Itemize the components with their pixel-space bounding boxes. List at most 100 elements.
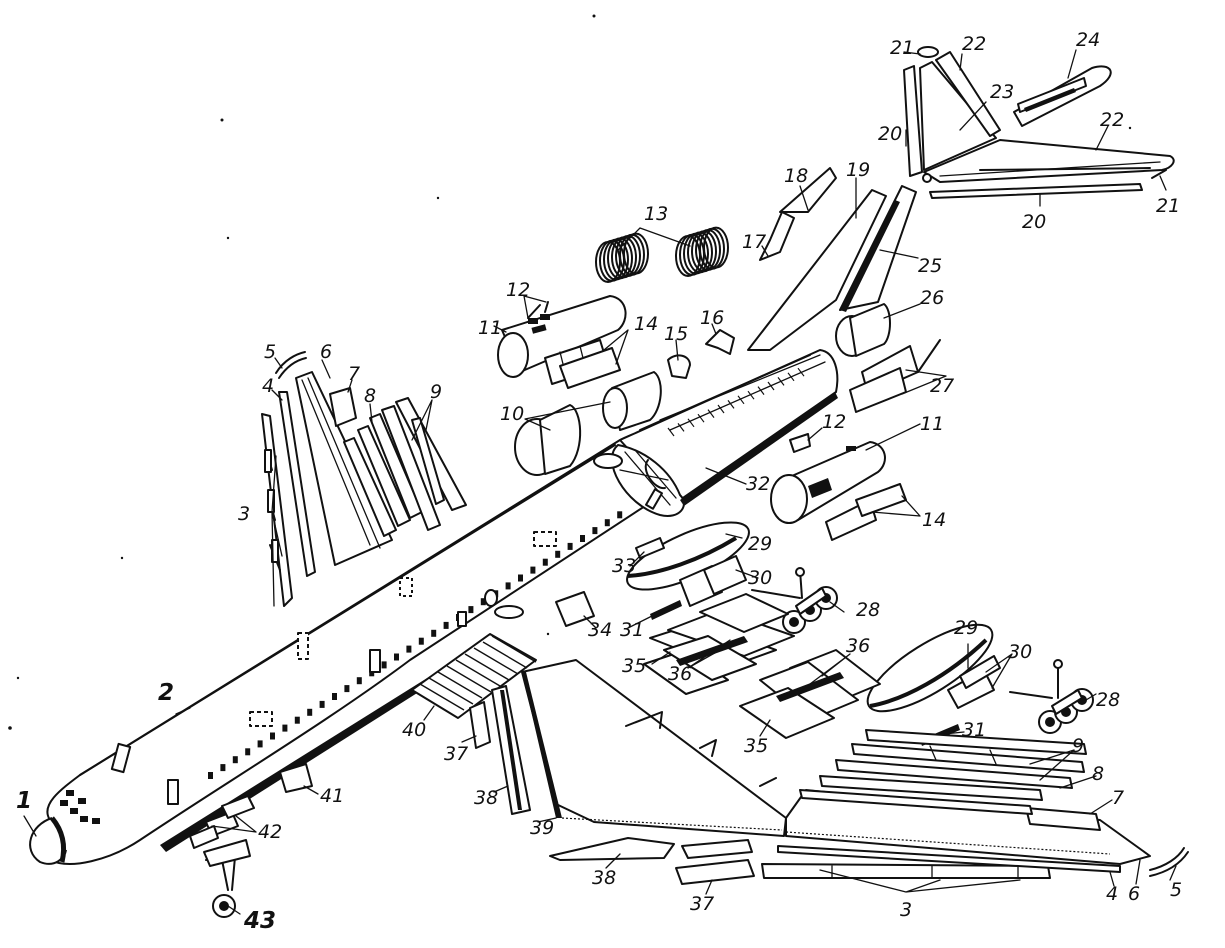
window xyxy=(208,772,213,779)
frame-rib xyxy=(777,377,785,386)
label-6-right: 6 xyxy=(1128,883,1140,905)
window xyxy=(505,582,511,590)
window xyxy=(319,700,325,708)
fairing-rib xyxy=(482,641,528,669)
frame-rib xyxy=(757,386,765,395)
label-43: 43 xyxy=(243,908,276,934)
speckle-dots xyxy=(8,14,1132,730)
label-17: 17 xyxy=(742,231,766,253)
label-15: 15 xyxy=(664,323,688,345)
label-37-lower: 37 xyxy=(690,893,714,915)
fairing-rib xyxy=(428,677,474,705)
label-11: 11 xyxy=(478,317,502,339)
label-32: 32 xyxy=(746,473,770,495)
window xyxy=(418,637,424,645)
label-39: 39 xyxy=(530,817,554,839)
window xyxy=(220,764,226,772)
window xyxy=(580,535,585,542)
fairing-rib xyxy=(464,653,510,681)
label-29-right: 29 xyxy=(954,617,978,639)
label-9: 9 xyxy=(430,381,442,403)
window xyxy=(468,606,474,614)
label-41: 41 xyxy=(320,785,344,807)
label-36: 36 xyxy=(668,663,692,685)
label-8-right: 8 xyxy=(1092,763,1104,785)
engine-ring xyxy=(623,232,649,275)
label-29: 29 xyxy=(748,533,772,555)
label-37: 37 xyxy=(444,743,468,765)
flap-panels xyxy=(643,593,881,739)
label-3-right: 3 xyxy=(900,899,912,921)
label-24: 24 xyxy=(1076,29,1100,51)
label-6: 6 xyxy=(320,341,332,363)
label-8: 8 xyxy=(364,385,376,407)
label-21-right: 21 xyxy=(1156,195,1180,217)
label-13: 13 xyxy=(644,203,668,225)
window xyxy=(332,693,337,700)
label-14-right: 14 xyxy=(922,509,946,531)
label-28: 28 xyxy=(856,599,880,621)
window xyxy=(604,519,610,527)
label-9-right: 9 xyxy=(1072,735,1084,757)
label-26: 26 xyxy=(920,287,944,309)
window xyxy=(232,756,238,764)
frame-rib xyxy=(687,418,695,428)
label-31: 31 xyxy=(620,619,644,641)
leader-lines xyxy=(23,49,1177,915)
window-row xyxy=(208,511,623,779)
main-gear-2 xyxy=(1009,659,1094,734)
label-36-right: 36 xyxy=(846,635,870,657)
label-2: 2 xyxy=(158,680,174,706)
label-10: 10 xyxy=(500,403,524,425)
window xyxy=(555,550,561,558)
label-7: 7 xyxy=(348,363,360,385)
window xyxy=(245,748,251,756)
window xyxy=(592,527,598,535)
label-21: 21 xyxy=(890,37,914,59)
engine-group-left xyxy=(497,226,735,476)
label-35: 35 xyxy=(622,655,646,677)
window xyxy=(257,740,263,748)
nose-gear xyxy=(203,839,251,918)
fairing-rib xyxy=(446,665,492,693)
right-wing-group xyxy=(521,659,1189,885)
window xyxy=(617,511,623,519)
label-33: 33 xyxy=(612,555,636,577)
label-35-right: 35 xyxy=(744,735,768,757)
label-12: 12 xyxy=(506,279,530,301)
left-wing-group xyxy=(261,351,467,607)
window xyxy=(282,724,288,732)
frame-rib xyxy=(697,413,705,423)
window xyxy=(530,566,536,574)
window xyxy=(270,732,275,740)
label-28-right: 28 xyxy=(1096,689,1120,711)
label-14: 14 xyxy=(634,313,658,335)
label-3: 3 xyxy=(238,503,250,525)
label-11-right: 11 xyxy=(920,413,944,435)
frame-rib xyxy=(797,367,805,377)
window xyxy=(381,661,387,669)
window xyxy=(542,558,548,566)
label-38: 38 xyxy=(474,787,498,809)
fairing-rib xyxy=(437,671,483,699)
label-1: 1 xyxy=(16,788,32,814)
engine-group-right xyxy=(770,433,907,541)
label-19: 19 xyxy=(846,159,870,181)
label-40: 40 xyxy=(402,719,426,741)
label-22-right: 22 xyxy=(1100,109,1124,131)
label-4-right: 4 xyxy=(1106,883,1118,905)
window xyxy=(518,574,523,582)
frame-rib xyxy=(667,427,675,437)
label-20-right: 20 xyxy=(1022,211,1046,233)
label-5: 5 xyxy=(264,341,276,363)
window xyxy=(394,653,399,661)
frame-rib xyxy=(707,409,715,418)
label-16: 16 xyxy=(700,307,724,329)
fairing-rib xyxy=(455,659,501,687)
label-4: 4 xyxy=(262,375,274,397)
callout-labels: 1 2 3 4 5 6 7 8 9 10 11 12 13 14 15 16 1… xyxy=(16,29,1182,934)
frame-rib xyxy=(727,400,735,409)
wing-root-fairing xyxy=(411,633,537,719)
window xyxy=(356,677,362,685)
